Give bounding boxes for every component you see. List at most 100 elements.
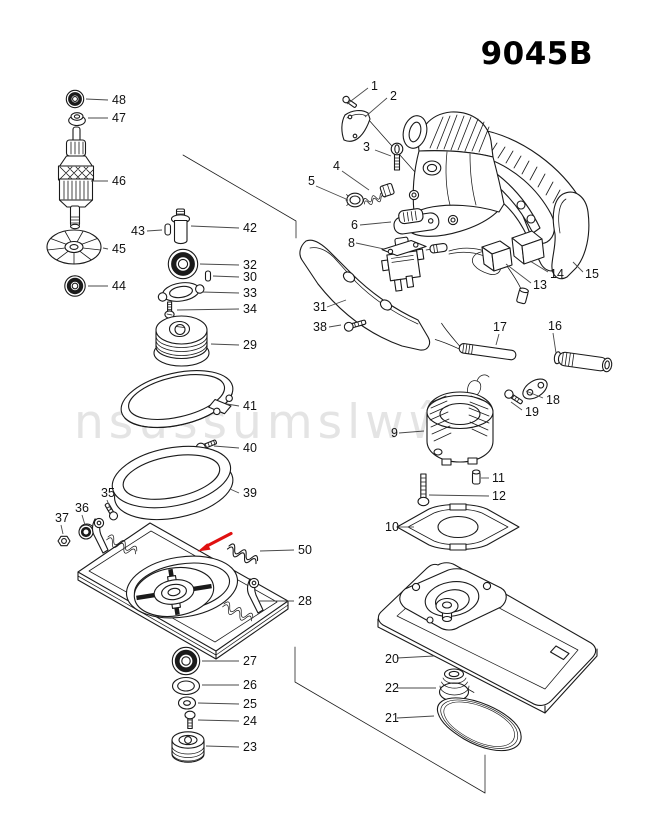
part-number-8: 8 <box>348 236 355 250</box>
leader-line-39 <box>229 488 240 494</box>
part-number-48: 48 <box>112 93 126 107</box>
part-number-47: 47 <box>112 111 126 125</box>
leader-line-16 <box>552 332 557 354</box>
lead-wire-13-drawing <box>425 240 529 305</box>
front-grip-loop-drawing <box>402 115 428 149</box>
part-number-30: 30 <box>243 270 257 284</box>
screw-19-drawing <box>504 389 523 405</box>
leader-line-34 <box>176 308 240 311</box>
rear-cover-15-drawing <box>551 191 590 280</box>
part-number-37: 37 <box>55 511 69 525</box>
part-number-2: 2 <box>390 89 397 103</box>
leader-line-31 <box>326 299 347 308</box>
leader-line-13 <box>505 263 532 284</box>
part-number-43: 43 <box>131 224 145 238</box>
dust-cover-39-drawing <box>111 445 234 521</box>
armature-46-drawing <box>57 126 95 230</box>
leader-line-3 <box>374 149 392 157</box>
leader-line-35 <box>106 499 112 511</box>
red-pointer-arrow <box>197 531 233 552</box>
brush-holder-14-drawing <box>511 230 545 265</box>
part-number-16: 16 <box>548 319 562 333</box>
pin-43-drawing <box>164 223 172 236</box>
handle-cover-31-drawing <box>299 239 431 351</box>
screw-24-drawing <box>184 710 196 730</box>
leader-line-36 <box>81 514 86 526</box>
nut-37-drawing <box>57 535 71 547</box>
part-number-42: 42 <box>243 221 257 235</box>
leader-line-32 <box>199 263 240 266</box>
part-number-46: 46 <box>112 174 126 188</box>
part-number-33: 33 <box>243 286 257 300</box>
base-housing-20-drawing <box>377 562 598 714</box>
screw-35-drawing <box>104 502 119 521</box>
leader-line-29 <box>210 343 240 346</box>
leader-line-14 <box>529 260 549 273</box>
insulation-washer-47-drawing <box>68 112 86 127</box>
spring-terminal-4-drawing <box>362 182 395 207</box>
bearing-retainer-33-drawing <box>157 282 205 302</box>
part-number-26: 26 <box>243 678 257 692</box>
leader-line-12 <box>428 494 490 497</box>
part-number-25: 25 <box>243 697 257 711</box>
part-number-31: 31 <box>313 300 327 314</box>
drive-belt-21-drawing <box>436 697 522 752</box>
cord-strap-18-drawing <box>522 378 548 400</box>
leader-line-4 <box>341 170 370 191</box>
part-number-36: 36 <box>75 501 89 515</box>
fan-45-drawing <box>46 229 102 265</box>
part-number-41: 41 <box>243 399 257 413</box>
clamp-plate-2-drawing <box>341 110 371 142</box>
ball-bearing-27-drawing <box>171 646 201 676</box>
leader-line-50 <box>259 549 295 552</box>
part-number-17: 17 <box>493 320 507 334</box>
leader-line-38 <box>328 324 342 328</box>
part-number-29: 29 <box>243 338 257 352</box>
pin-30-drawing <box>204 270 212 282</box>
leader-line-43 <box>146 229 163 232</box>
leader-line-18 <box>525 390 544 399</box>
leader-line-24 <box>197 719 240 722</box>
insulation-plate-10-drawing <box>396 503 520 551</box>
washer-25-drawing <box>177 696 197 710</box>
leader-line-5 <box>315 185 347 200</box>
ball-bearing-32-drawing <box>167 248 199 280</box>
part-number-45: 45 <box>112 242 126 256</box>
part-number-24: 24 <box>243 714 257 728</box>
part-number-28: 28 <box>298 594 312 608</box>
orbital-wheel-drawing <box>133 566 215 618</box>
screw-38-drawing <box>343 319 367 332</box>
part-number-23: 23 <box>243 740 257 754</box>
part-number-4: 4 <box>333 159 340 173</box>
leader-line-37 <box>60 524 64 535</box>
part-number-50: 50 <box>298 543 312 557</box>
roller-36-drawing <box>78 523 96 540</box>
model-title: 9045B <box>481 36 593 72</box>
part-number-32: 32 <box>243 258 257 272</box>
part-number-20: 20 <box>385 652 399 666</box>
leader-line-1 <box>346 87 369 105</box>
leader-line-17 <box>495 333 500 346</box>
power-cord-16-drawing <box>553 351 613 373</box>
part-number-19: 19 <box>525 405 539 419</box>
part-number-22: 22 <box>385 681 399 695</box>
screw-3-drawing <box>390 142 404 171</box>
clamp-lever-left-drawing <box>91 517 139 558</box>
leader-line-48 <box>85 98 109 101</box>
leader-line-41 <box>226 403 240 407</box>
part-number-10: 10 <box>385 520 399 534</box>
part-number-39: 39 <box>243 486 257 500</box>
base-pad-28-drawing <box>77 517 289 660</box>
part-number-35: 35 <box>101 486 115 500</box>
sander-frame-41-drawing <box>120 370 234 429</box>
spindle-42-drawing <box>170 208 191 245</box>
part-number-13: 13 <box>533 278 547 292</box>
switch-8-drawing <box>381 236 427 292</box>
ring-26-drawing <box>171 676 201 696</box>
part-number-15: 15 <box>585 267 599 281</box>
screw-12-drawing <box>417 473 430 507</box>
leader-line-21 <box>396 715 435 719</box>
leader-line-20 <box>396 655 435 659</box>
part-number-1: 1 <box>371 79 378 93</box>
